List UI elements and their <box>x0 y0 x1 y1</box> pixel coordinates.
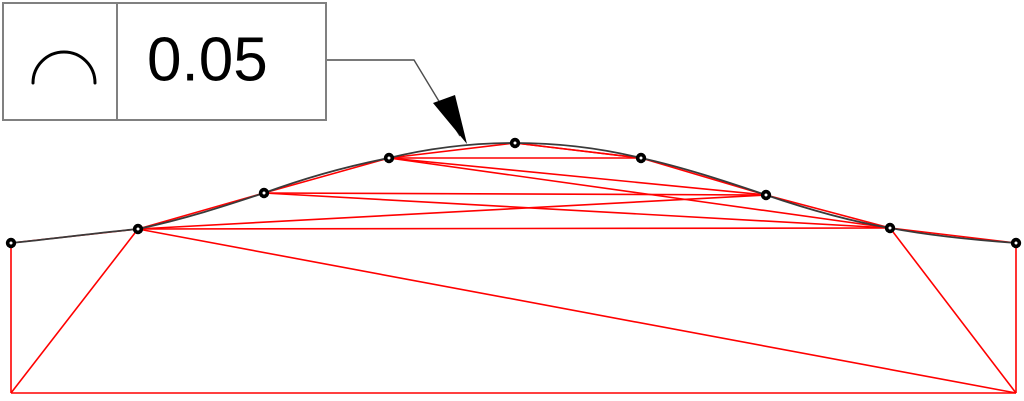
mesh-node-center <box>136 227 140 231</box>
mesh-node-center <box>9 241 13 245</box>
mesh-edge <box>765 194 891 229</box>
mesh-edge <box>388 142 516 159</box>
mesh-edge-group <box>10 142 1017 394</box>
mesh-node-center <box>639 156 643 160</box>
mesh-node-center <box>262 191 266 195</box>
callout-value-text: 0.05 <box>147 25 268 94</box>
mesh-edge <box>388 157 767 196</box>
arc-tolerance-callout[interactable]: 0.05 <box>2 2 327 121</box>
mesh-edge <box>889 227 1017 394</box>
mesh-edge <box>10 228 139 394</box>
mesh-edge <box>137 194 767 230</box>
leader-arrowhead-icon <box>433 95 467 144</box>
leader-line <box>326 59 461 137</box>
mesh-node-center <box>1014 241 1018 245</box>
mesh-node-center <box>764 193 768 197</box>
mesh-node-center <box>513 141 517 145</box>
mesh-edge <box>137 227 891 230</box>
callout-box <box>2 2 327 121</box>
mesh-node-center <box>387 156 391 160</box>
mesh-edge <box>137 228 1017 394</box>
mesh-edge <box>263 157 390 194</box>
mesh-edge <box>514 142 642 159</box>
arc-symbol-icon <box>31 50 97 85</box>
callout-leader-line <box>326 59 467 144</box>
mesh-node-group <box>5 137 1022 249</box>
mesh-edge <box>263 192 891 229</box>
mesh-edge <box>263 192 767 196</box>
mesh-node-center <box>888 226 892 230</box>
mesh-edge <box>388 157 891 229</box>
